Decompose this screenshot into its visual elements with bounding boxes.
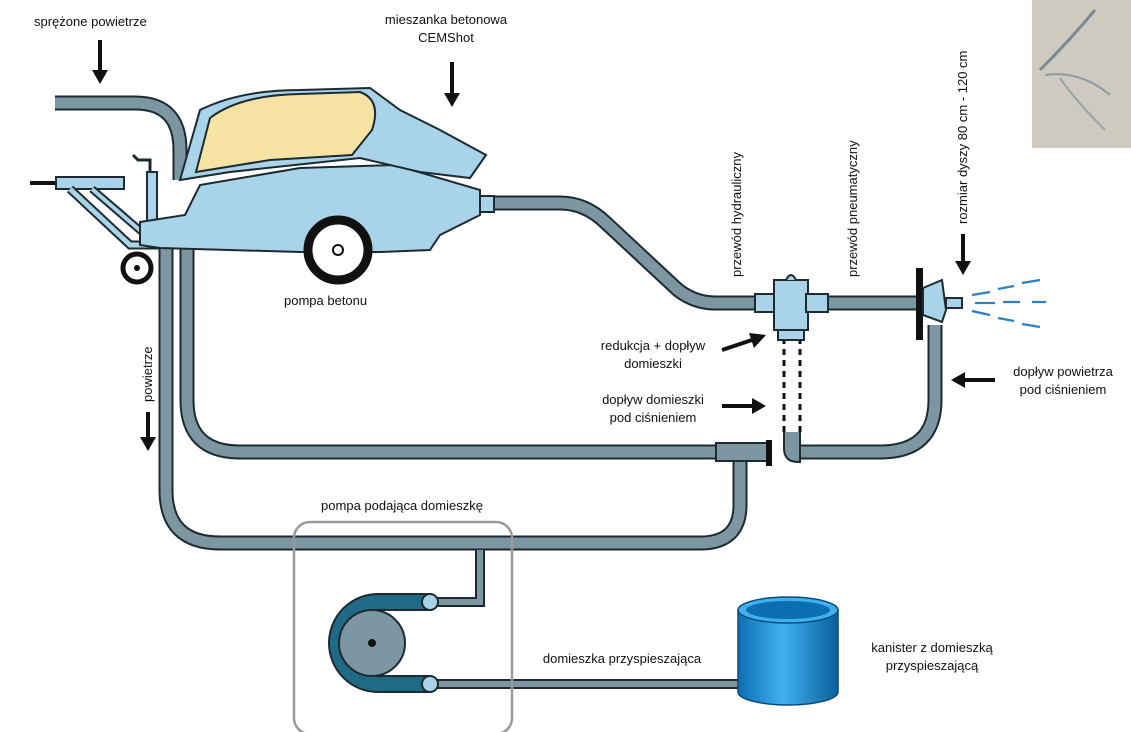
photo-thumbnail [1032, 0, 1131, 148]
air-supply-hose [179, 248, 943, 460]
arrow-air [140, 412, 156, 451]
label-accelerating-admixture: domieszka przyspieszająca [543, 651, 702, 666]
arrow-air-feed [951, 372, 995, 388]
admixture-pump-frame [292, 520, 514, 732]
label-air-feed-line2: pod ciśnieniem [1020, 382, 1107, 397]
label-compressed-air: sprężone powietrze [34, 14, 147, 29]
arrow-reduction [721, 333, 766, 352]
arrow-admixture-feed [722, 398, 766, 414]
concrete-hose [490, 195, 755, 311]
spray-nozzle [916, 268, 963, 340]
arrow-compressed-air [92, 40, 108, 84]
admixture-pressure-hose [158, 248, 748, 607]
concrete-pump-machine [30, 86, 495, 285]
label-reduction-line1: redukcja + dopływ [601, 338, 706, 353]
label-canister-line1: kanister z domieszką [871, 640, 993, 655]
admixture-feed-line [782, 338, 802, 463]
label-hydraulic-line: przewód hydrauliczny [729, 151, 744, 277]
label-concrete-pump: pompa betonu [284, 293, 367, 308]
label-nozzle-size: rozmiar dyszy 80 cm - 120 cm [955, 51, 970, 224]
arrow-concrete-mix [444, 62, 460, 107]
label-canister-line2: przyspieszającą [886, 658, 979, 673]
label-concrete-mix-line2: CEMShot [418, 30, 474, 45]
label-concrete-mix-line1: mieszanka betonowa [385, 12, 508, 27]
compressed-air-hose [55, 95, 188, 180]
label-reduction-line2: domieszki [624, 356, 682, 371]
label-admixture-feed-line2: pod ciśnieniem [610, 410, 697, 425]
label-air: powietrze [140, 346, 155, 402]
arrow-nozzle-size [955, 234, 971, 275]
peristaltic-pump [328, 593, 439, 693]
reducer-fitting [754, 274, 829, 341]
label-pneumatic-line: przewód pneumatyczny [845, 140, 860, 277]
spray-jet [971, 278, 1046, 329]
label-admixture-pump: pompa podająca domieszkę [321, 498, 483, 513]
label-air-feed-line1: dopływ powietrza [1013, 364, 1113, 379]
label-admixture-feed-line1: dopływ domieszki [602, 392, 704, 407]
admixture-canister [737, 596, 839, 706]
hose-junction [715, 440, 772, 466]
